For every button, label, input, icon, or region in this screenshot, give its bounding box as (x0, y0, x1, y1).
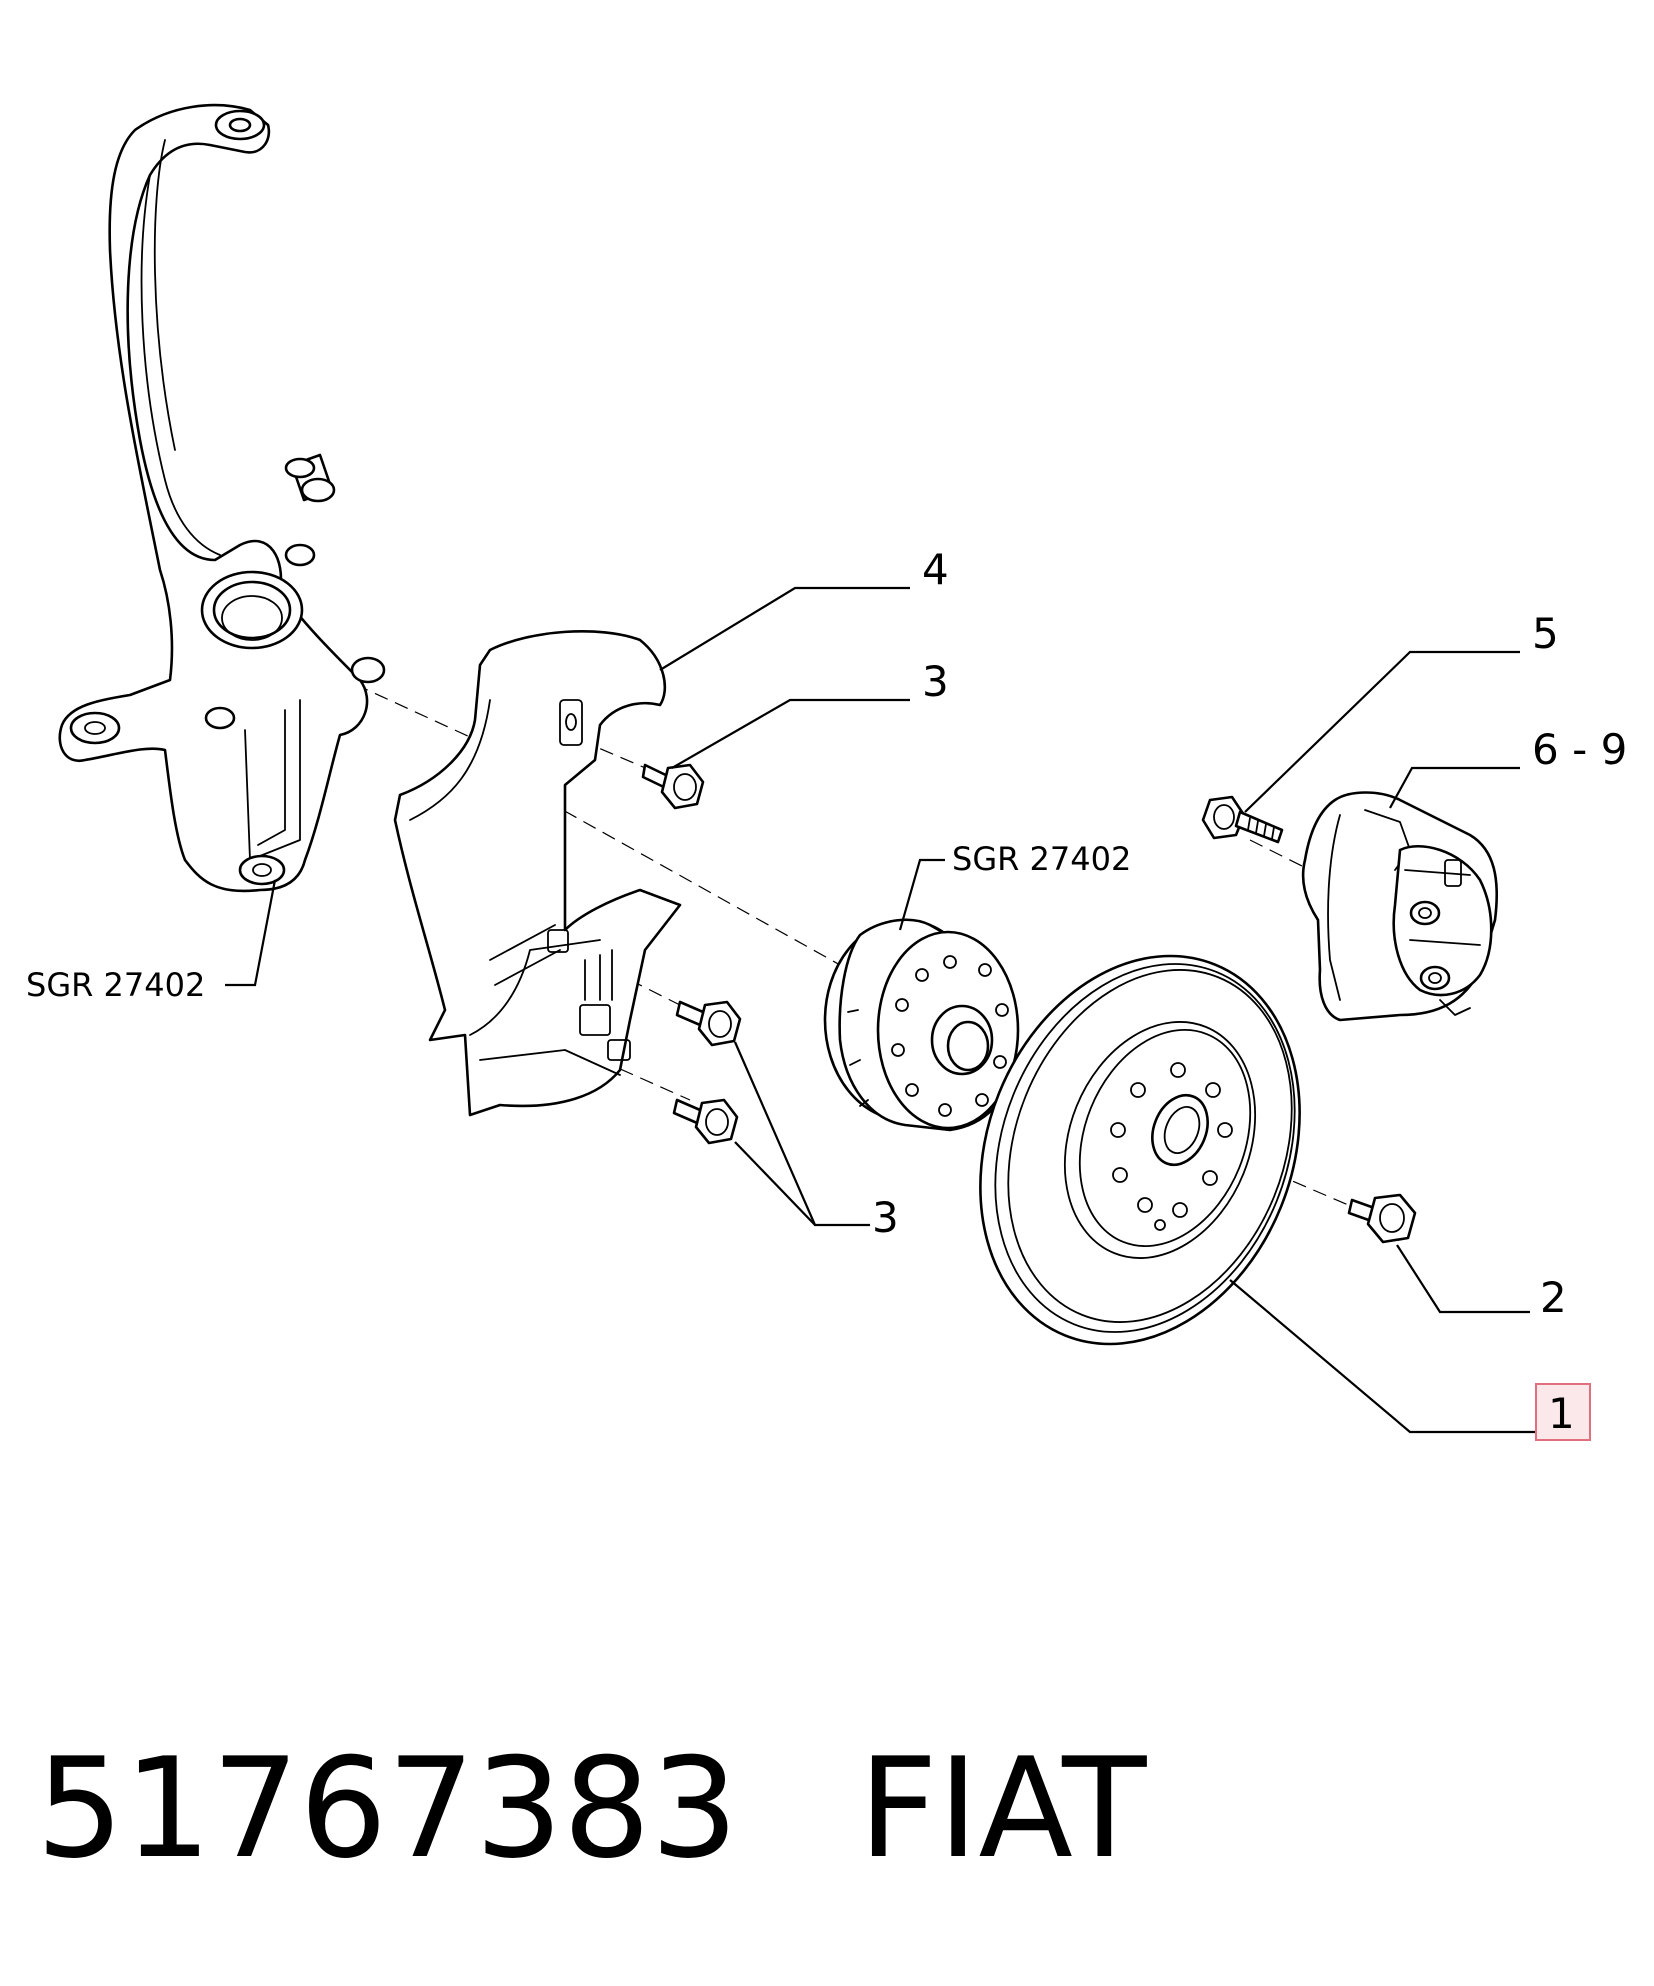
callout-5: 5 (1532, 609, 1559, 658)
leader-lines (225, 586, 1536, 1434)
callout-3-top: 3 (922, 657, 949, 706)
brake-splash-shield (393, 629, 682, 1117)
callout-3-bottom: 3 (872, 1193, 899, 1242)
bolt-5 (1201, 795, 1284, 844)
wheel-hub-bearing (823, 918, 1020, 1132)
bolt-3-middle (675, 1000, 742, 1047)
callout-6-9: 6 - 9 (1532, 725, 1627, 774)
brake-caliper (1301, 791, 1499, 1022)
reference-knuckle: SGR 27402 (26, 966, 205, 1004)
brand-name: FIAT (858, 1728, 1147, 1889)
callout-4: 4 (922, 545, 949, 594)
disc-stud-holes (1110, 1062, 1233, 1231)
bolt-3-upper (641, 763, 705, 810)
part-number: 51767383 (36, 1728, 739, 1889)
bolt-3-lower (672, 1098, 739, 1145)
reference-hub: SGR 27402 (952, 840, 1131, 878)
bolt-2 (1347, 1193, 1417, 1244)
callout-1: 1 (1548, 1389, 1575, 1438)
callout-1-highlight (1535, 1383, 1591, 1441)
steering-knuckle (58, 103, 386, 893)
callout-2: 2 (1540, 1273, 1567, 1322)
hub-stud-holes (891, 955, 1009, 1117)
callout-labels: 4 3 5 6 - 9 SGR 27402 SGR 27402 3 2 1 (26, 545, 1627, 1441)
brake-disc (979, 954, 1301, 1346)
